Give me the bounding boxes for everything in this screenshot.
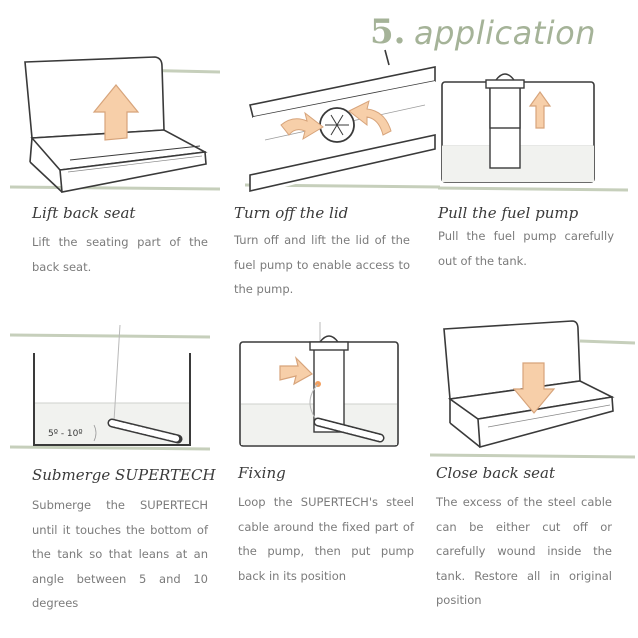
illustration-turn-off-lid bbox=[245, 49, 440, 195]
section-heading: 5. application bbox=[370, 8, 630, 56]
illustration-lift-back-seat bbox=[10, 56, 220, 193]
illustration-submerge: 5º - 10º bbox=[10, 325, 210, 451]
step-description-submerge: Submerge the SUPERTECH until it touches … bbox=[32, 498, 208, 610]
up-arrow-icon bbox=[528, 90, 552, 129]
illustration-fixing bbox=[239, 322, 399, 447]
step-title-pull-fuel-pump: Pull the fuel pump bbox=[438, 204, 579, 222]
step-description-fixing: Loop the SUPERTECH's steel cable around … bbox=[238, 495, 414, 583]
step-title-lift-back-seat: Lift back seat bbox=[32, 204, 136, 222]
illustration-close-back-seat bbox=[430, 320, 635, 459]
step-description-pull-fuel-pump: Pull the fuel pump carefully out of the … bbox=[438, 229, 614, 268]
step-title-close-back-seat: Close back seat bbox=[436, 464, 555, 482]
section-number: 5. bbox=[370, 12, 406, 52]
down-arrow-icon bbox=[512, 362, 556, 414]
step-title-turn-off-lid: Turn off the lid bbox=[234, 204, 349, 222]
rotate-right-arrow-icon bbox=[348, 100, 392, 136]
step-description-close-back-seat: The excess of the steel cable can be eit… bbox=[436, 495, 612, 607]
step-description-lift-back-seat: Lift the seating part of the back seat. bbox=[32, 235, 208, 274]
section-title: application bbox=[414, 14, 597, 52]
step-description-turn-off-lid: Turn off and lift the lid of the fuel pu… bbox=[234, 233, 410, 296]
right-arrow-icon bbox=[279, 356, 313, 386]
step-title-fixing: Fixing bbox=[238, 464, 286, 482]
illustration-pull-fuel-pump bbox=[438, 73, 628, 192]
angle-label: 5º - 10º bbox=[48, 429, 83, 439]
up-arrow-icon bbox=[92, 84, 140, 141]
rotate-left-arrow-icon bbox=[280, 111, 324, 141]
step-title-submerge: Submerge SUPERTECH bbox=[32, 466, 216, 484]
